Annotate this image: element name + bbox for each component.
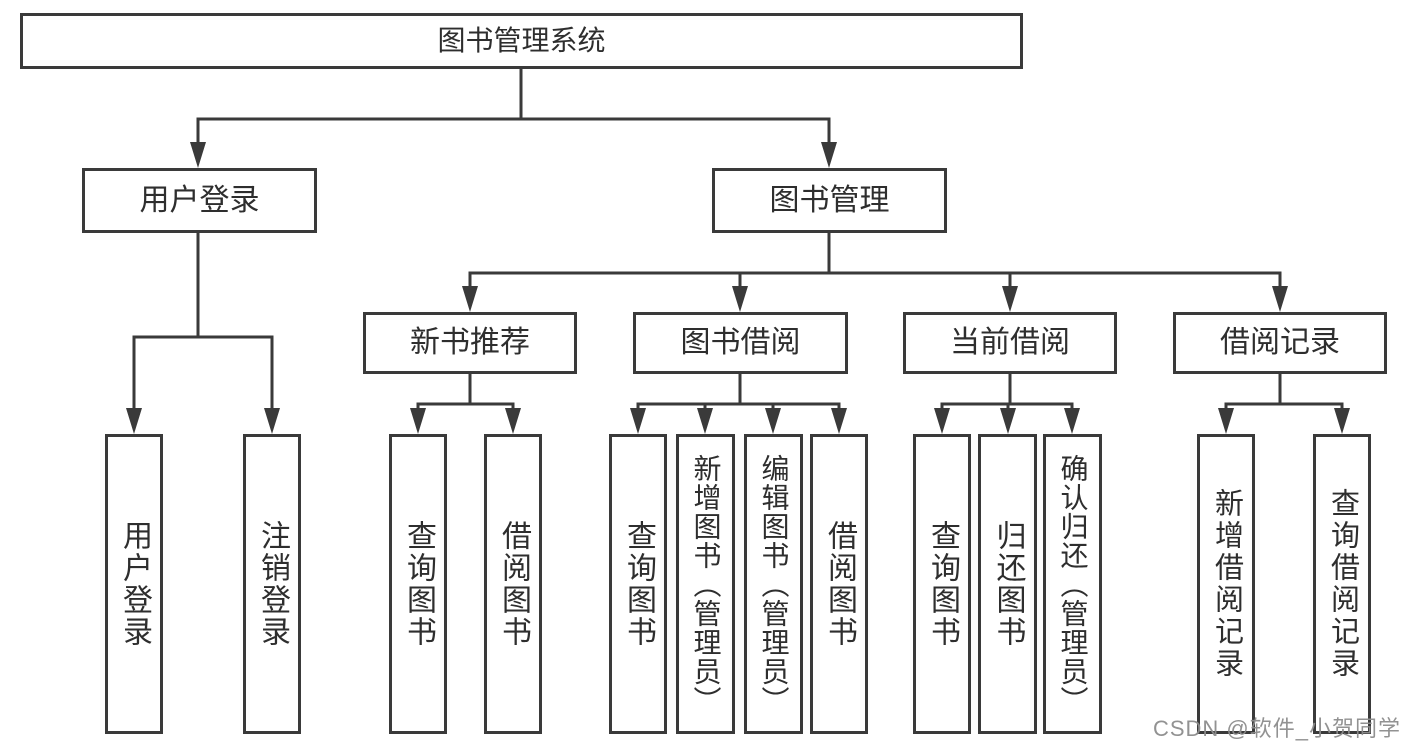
arrowheads-root-children — [190, 142, 837, 168]
leaf-borrow-query-books: 查询图书 — [609, 434, 667, 734]
connector-book-mgmt-to-level2 — [468, 233, 1282, 298]
leaf-borrow-add-books-admin: 新增图书（管理员） — [676, 434, 735, 734]
leaf-logout: 注销登录 — [243, 434, 301, 734]
node-book-borrowing: 图书借阅 — [633, 312, 848, 374]
arrowheads-user-login-children — [126, 408, 280, 434]
leaf-borrow-edit-books-admin: 编辑图书（管理员） — [744, 434, 803, 734]
leaf-current-query-books: 查询图书 — [913, 434, 971, 734]
leaf-records-query-record: 查询借阅记录 — [1313, 434, 1371, 734]
leaf-current-confirm-return-admin: 确认归还（管理员） — [1043, 434, 1102, 734]
connector-user-login-to-leaves — [132, 233, 274, 420]
arrowheads-new-book-children — [410, 408, 521, 434]
leaf-current-return-books: 归还图书 — [978, 434, 1037, 734]
arrowheads-current-borrow-children — [934, 408, 1080, 434]
node-user-login: 用户登录 — [82, 168, 317, 233]
connector-root-to-level1 — [196, 69, 831, 150]
watermark: CSDN @软件_小贺同学 — [1152, 716, 1401, 741]
node-book-management: 图书管理 — [712, 168, 947, 233]
leaf-records-add-record: 新增借阅记录 — [1197, 434, 1255, 734]
leaf-newrec-borrow-books: 借阅图书 — [484, 434, 542, 734]
connector-book-borrow-to-leaves — [636, 374, 841, 418]
arrowheads-records-children — [1218, 408, 1350, 434]
arrowheads-book-borrow-children — [630, 408, 847, 434]
node-new-book-recommend: 新书推荐 — [363, 312, 577, 374]
leaf-user-login: 用户登录 — [105, 434, 163, 734]
arrowheads-book-mgmt-children — [462, 286, 1288, 312]
node-current-borrowing: 当前借阅 — [903, 312, 1117, 374]
leaf-borrow-borrow-books: 借阅图书 — [810, 434, 868, 734]
connector-records-to-leaves — [1224, 374, 1344, 418]
leaf-newrec-query-books: 查询图书 — [389, 434, 447, 734]
connector-new-book-to-leaves — [416, 374, 515, 418]
node-borrowing-records: 借阅记录 — [1173, 312, 1387, 374]
node-library-management-system: 图书管理系统 — [20, 13, 1023, 69]
